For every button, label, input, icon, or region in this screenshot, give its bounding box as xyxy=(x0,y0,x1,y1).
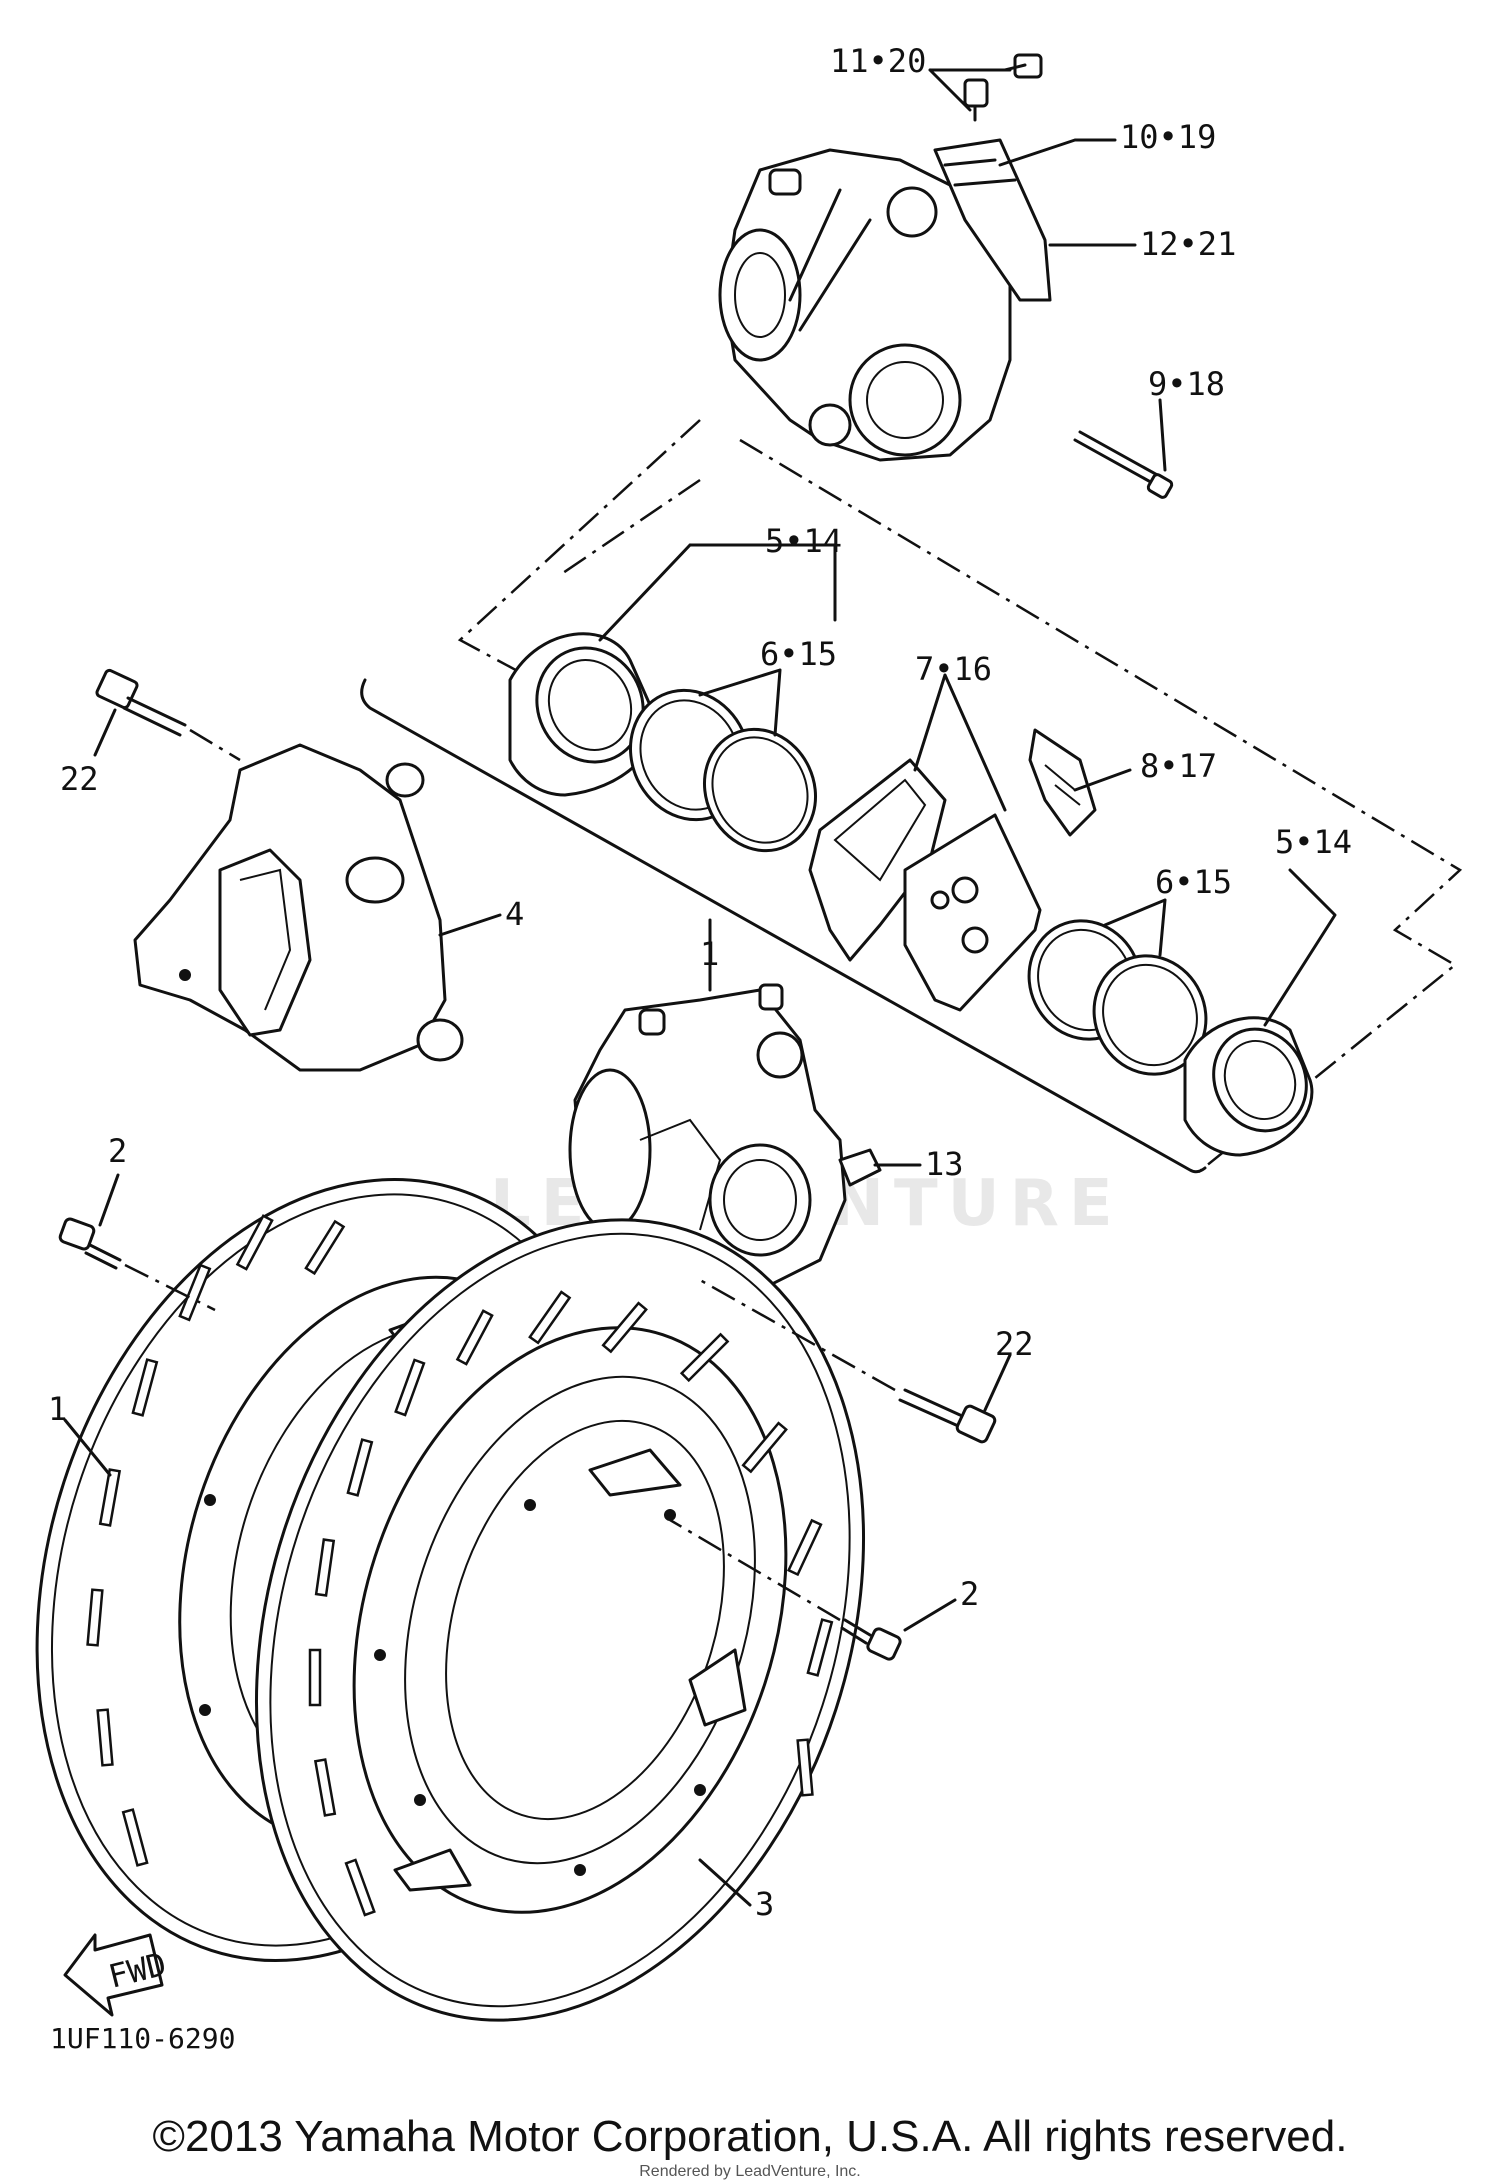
leader-6-15-b xyxy=(1103,898,1167,957)
leader-4 xyxy=(438,913,502,937)
brake-disc-front xyxy=(254,1218,866,2022)
pad-spring xyxy=(933,138,1052,302)
disc-bolt-b xyxy=(840,1618,902,1661)
drawing-code: 1UF110-6290 xyxy=(50,2022,236,2055)
assembly-bracket xyxy=(360,678,1207,1174)
callout-5-14-b: 5•14 xyxy=(1275,823,1352,861)
copyright-notice: ©2013 Yamaha Motor Corporation, U.S.A. A… xyxy=(152,2112,1348,2161)
leader-11-20 xyxy=(928,63,1027,112)
brake-exploded-diagram: LEADVENTURE xyxy=(35,42,1463,2022)
brake-pad-left xyxy=(808,758,947,962)
callout-3: 3 xyxy=(755,1885,774,1923)
callout-2-a: 2 xyxy=(108,1132,127,1170)
bolt-axis-b xyxy=(699,1278,896,1392)
forward-arrow-icon xyxy=(63,1933,164,2017)
callout-11-20: 11•20 xyxy=(830,42,926,80)
disc-bolt-a xyxy=(58,1217,122,1270)
piston-left xyxy=(508,632,656,797)
callout-12-21: 12•21 xyxy=(1140,225,1236,263)
callout-22-b: 22 xyxy=(995,1325,1034,1363)
callout-5-14-a: 5•14 xyxy=(765,522,842,560)
leader-5-14-b xyxy=(1263,868,1337,1027)
callout-10-19: 10•19 xyxy=(1120,118,1216,156)
leader-22-a xyxy=(93,708,117,757)
caliper-bolt-b xyxy=(898,1388,997,1444)
leader-9-18 xyxy=(1158,398,1167,472)
leader-22-b xyxy=(983,1353,1012,1412)
callout-8-17: 8•17 xyxy=(1140,747,1217,785)
callout-1-top: 1 xyxy=(700,935,719,973)
pad-pin xyxy=(1073,430,1174,499)
caliper-bolt-a xyxy=(95,668,187,737)
bolt-axis-disc-b xyxy=(669,1518,841,1622)
bleed-screw xyxy=(963,53,1043,122)
assembly-outline-piston xyxy=(559,478,701,577)
callout-9-18: 9•18 xyxy=(1148,365,1225,403)
callout-13: 13 xyxy=(925,1145,964,1183)
brake-pad-right xyxy=(903,813,1042,1012)
leader-8-17 xyxy=(1073,768,1132,792)
callout-1: 1 xyxy=(48,1390,67,1428)
leader-10-19 xyxy=(998,138,1117,167)
bolt-axis-a xyxy=(189,728,241,762)
callout-4: 4 xyxy=(505,895,524,933)
leader-2-a xyxy=(98,1173,120,1227)
right-caliper-assembly xyxy=(568,983,882,1300)
leader-6-15-a xyxy=(698,668,782,737)
assembly-outline-upper xyxy=(457,419,1463,1176)
leader-3 xyxy=(698,1858,752,1907)
callout-6-15-b: 6•15 xyxy=(1155,863,1232,901)
callout-22-a: 22 xyxy=(60,760,99,798)
leader-1 xyxy=(63,1418,112,1477)
left-caliper-assembly xyxy=(133,743,464,1072)
leader-2-b xyxy=(903,1598,957,1632)
piston-right xyxy=(1183,1016,1314,1157)
callout-2-b: 2 xyxy=(960,1575,979,1613)
pad-shim xyxy=(1028,728,1097,837)
callout-7-16: 7•16 xyxy=(915,650,992,688)
bolt-axis-disc-a xyxy=(124,1263,216,1312)
upper-caliper-body xyxy=(718,148,1012,462)
rendered-by-notice: Rendered by LeadVenture, Inc. xyxy=(639,2163,861,2180)
seal-ring-right-2 xyxy=(1092,954,1208,1076)
leader-5-14-a xyxy=(598,543,837,642)
leader-7-16 xyxy=(913,673,1007,812)
callout-6-15-a: 6•15 xyxy=(760,635,837,673)
seal-ring-left-2 xyxy=(702,727,818,853)
